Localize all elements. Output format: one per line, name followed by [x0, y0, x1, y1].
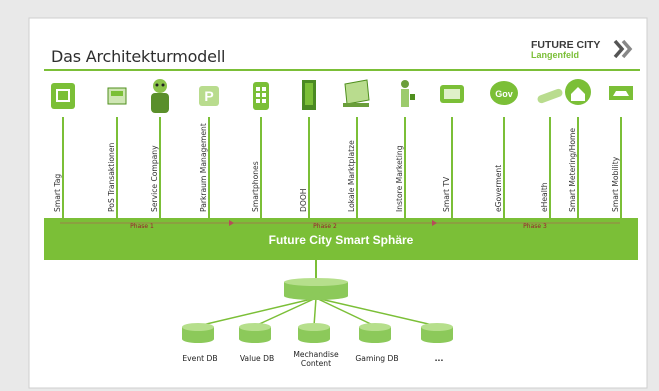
home-icon	[565, 79, 591, 105]
slide-frame	[28, 17, 648, 389]
database-label: Gaming DB	[355, 354, 399, 363]
digital-signage-icon	[302, 80, 316, 110]
phase-label: Phase 1	[130, 223, 154, 230]
database-icon	[421, 323, 453, 343]
smartphone-icon	[253, 82, 269, 110]
hub-database-icon	[284, 278, 348, 300]
svg-text:Gov: Gov	[495, 89, 513, 99]
category-label: Smart Metering/Home	[568, 127, 577, 212]
category-label: Lokale Marktplatze	[347, 140, 356, 212]
tree-branch	[315, 297, 376, 327]
database-icon	[239, 323, 271, 343]
service-person-icon	[151, 79, 169, 113]
database-icon	[359, 323, 391, 343]
tree-branch	[313, 297, 317, 327]
brand-logo: FUTURE CITY Langenfeld	[531, 40, 600, 60]
database-tree	[182, 260, 453, 343]
category-label: PoS Transaktionen	[107, 142, 116, 212]
category-label: Service Company	[150, 145, 159, 212]
phase-label: Phase 2	[313, 223, 337, 230]
category-label: Smartphones	[251, 161, 260, 212]
pill-icon	[537, 88, 563, 104]
parking-icon: P	[199, 86, 219, 106]
tree-branch	[315, 297, 438, 327]
category-label: Instore Marketing	[395, 145, 404, 212]
smart-sphere-bar	[44, 218, 638, 260]
category-label: Smart Mobility	[611, 156, 620, 212]
svg-text:P: P	[204, 88, 213, 104]
laptop-icon	[343, 79, 370, 107]
page-title: Das Architekturmodell	[51, 47, 226, 66]
phase-markers: Phase 1 Phase 2 Phase 3	[130, 220, 547, 230]
phase-arrow-head	[229, 220, 234, 226]
brand-name: FUTURE CITY	[531, 39, 601, 51]
category-label: Smart TV	[442, 176, 451, 212]
category-label: Smart Tag	[53, 173, 62, 212]
smart-tag-icon	[51, 83, 75, 109]
title-underline	[44, 69, 640, 71]
connector-stems	[62, 117, 622, 218]
phase-arrow-head	[432, 220, 437, 226]
tree-branch	[254, 297, 317, 327]
database-icon	[298, 323, 330, 343]
database-icon	[182, 323, 214, 343]
phase-label: Phase 3	[523, 223, 547, 230]
database-label: Event DB	[182, 354, 218, 363]
shopper-icon	[401, 80, 415, 107]
egov-icon: Gov	[490, 81, 518, 105]
tree-branch	[197, 297, 317, 327]
database-label: ...	[434, 354, 444, 363]
category-label: Parkraum Management	[199, 123, 208, 212]
database-label: Mechandise Content	[293, 350, 339, 368]
car-icon	[609, 86, 633, 100]
database-label: Value DB	[239, 354, 275, 363]
smart-sphere-label: Future City Smart Sphäre	[269, 233, 414, 247]
tv-icon	[440, 85, 464, 103]
category-label: DOOH	[299, 188, 308, 212]
pos-terminal-icon	[107, 87, 127, 105]
chevron-right-icon	[613, 39, 633, 59]
category-icons: P Gov	[51, 79, 633, 113]
category-label: eGoverment	[494, 164, 503, 212]
category-label: eHealth	[540, 182, 549, 212]
brand-city: Langenfeld	[531, 50, 580, 60]
